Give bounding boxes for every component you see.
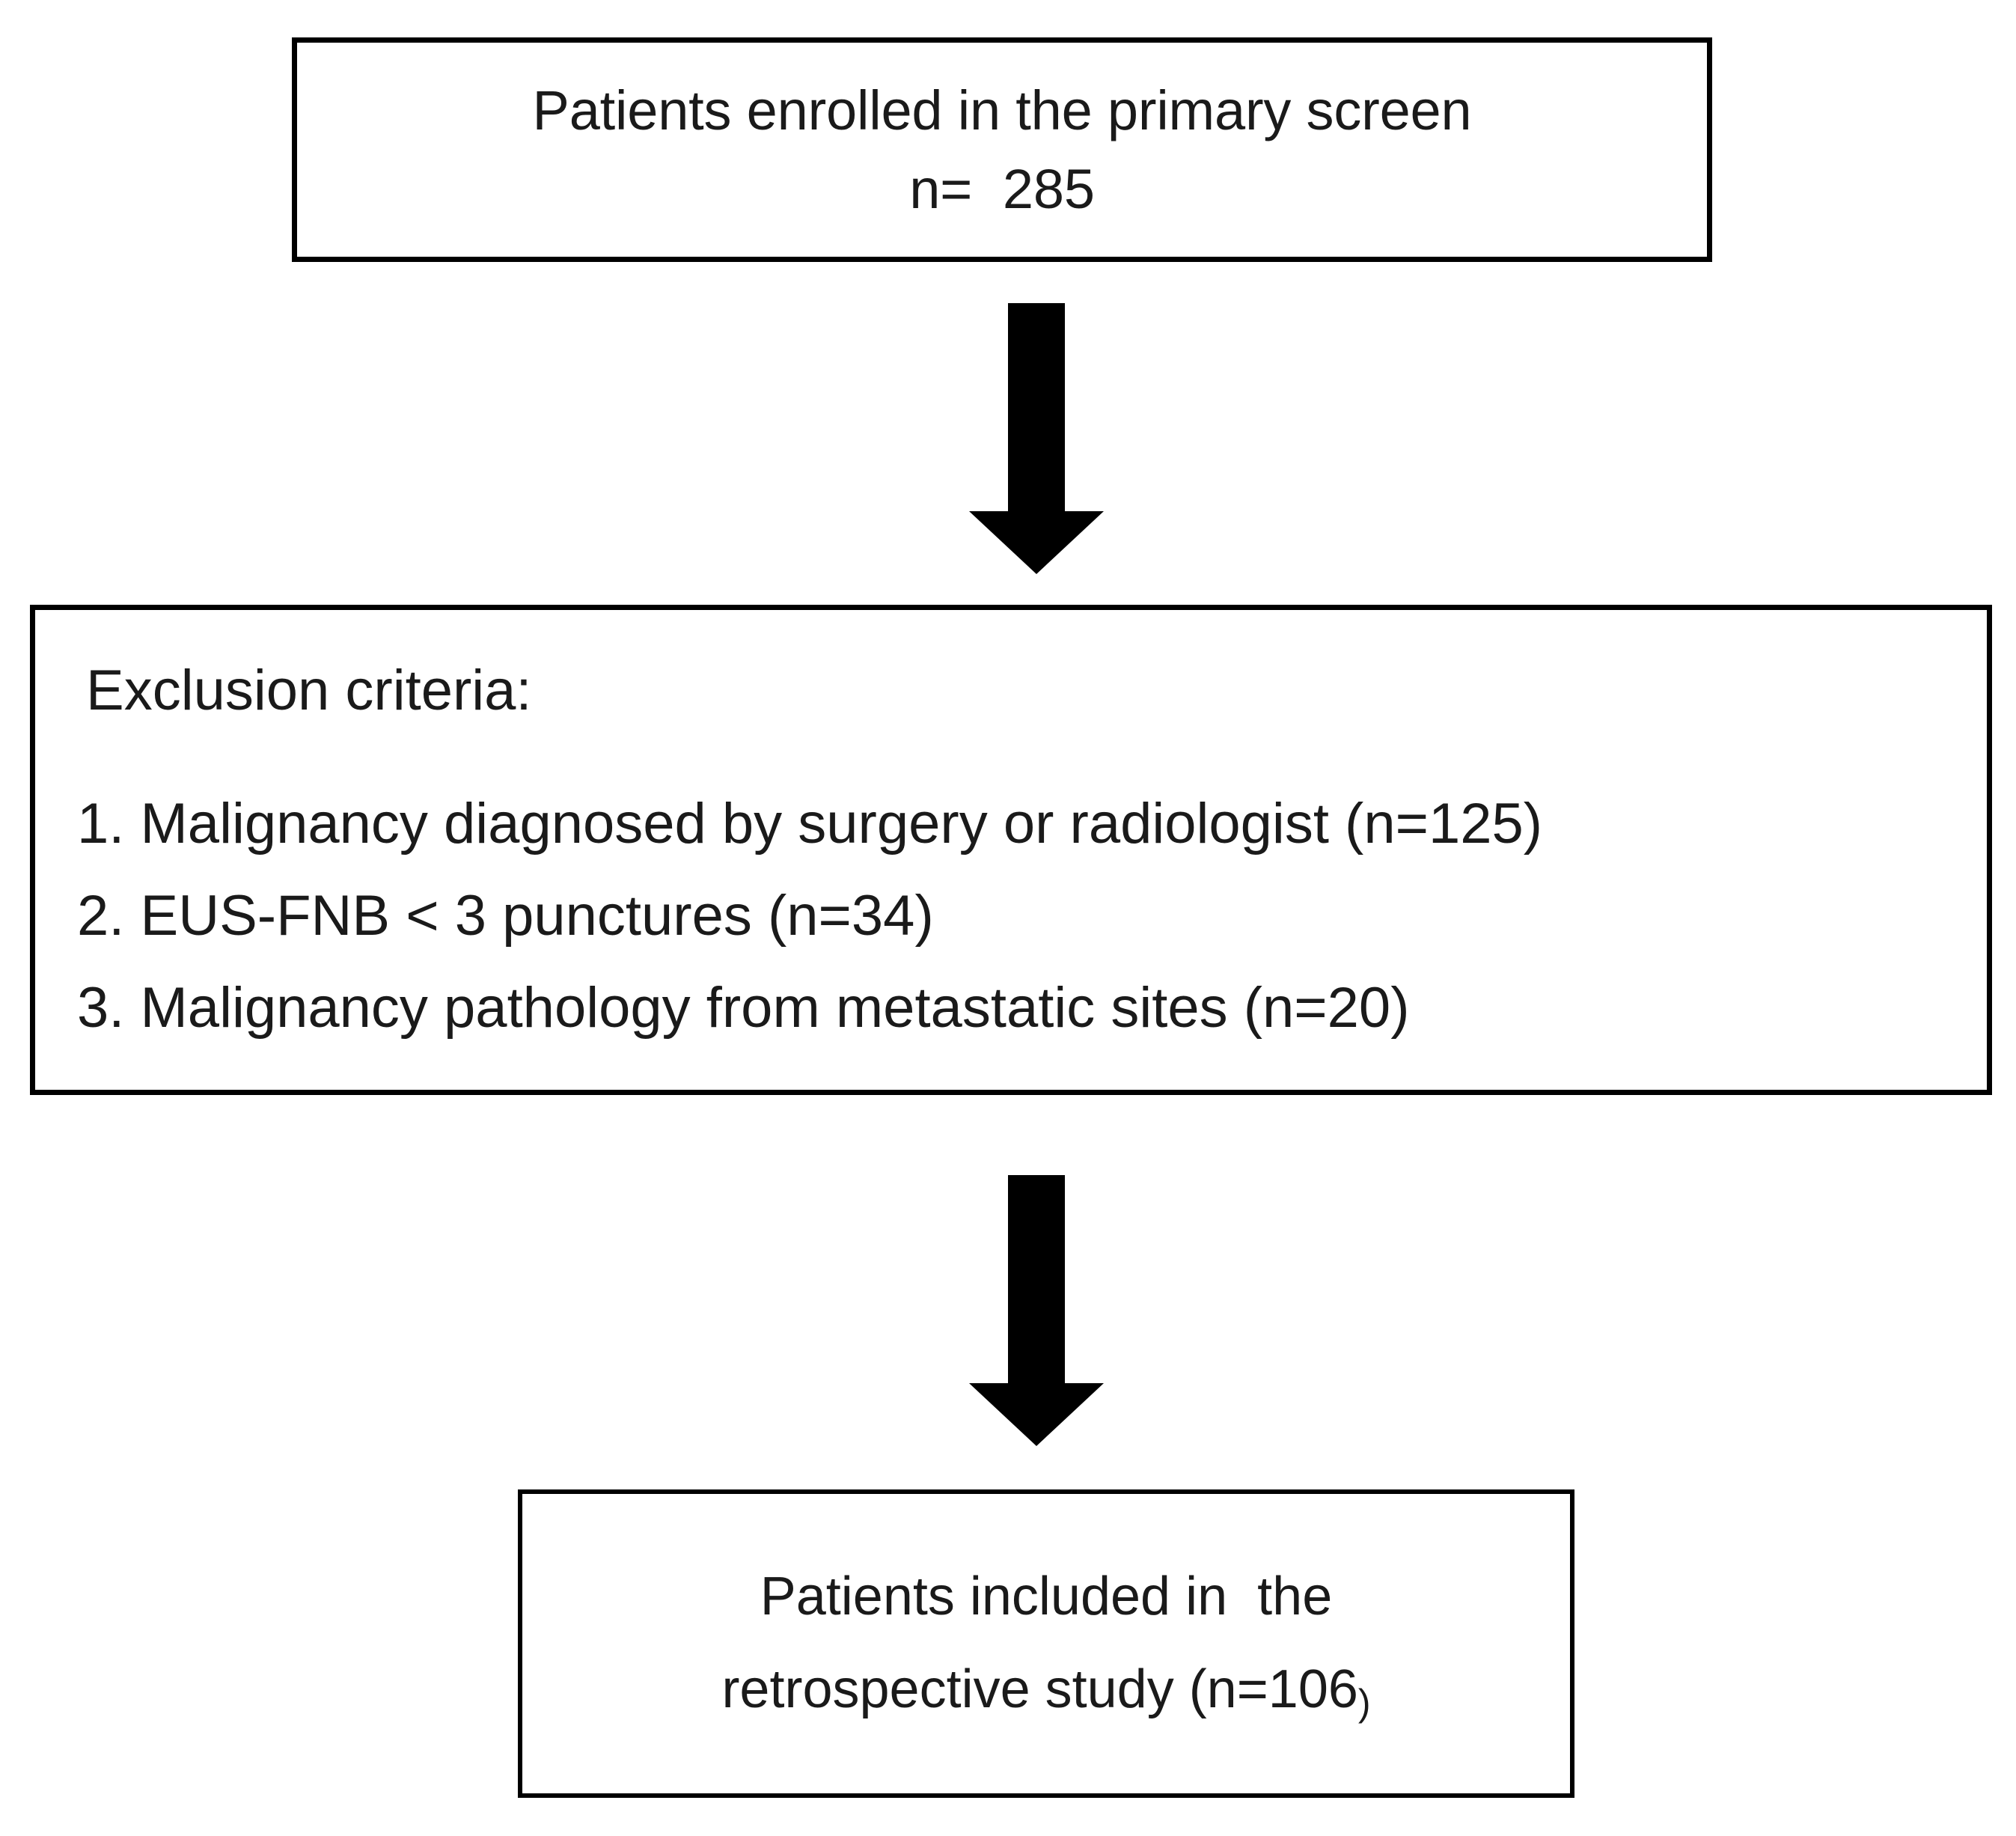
exclusion-criteria-heading: Exclusion criteria:	[86, 659, 532, 722]
exclusion-criteria-list: 1. Malignancy diagnosed by surgery or ra…	[77, 778, 1966, 1054]
arrow-down-icon-exclusion-to-included	[969, 1175, 1104, 1450]
exclusion-criterion-1: 1. Malignancy diagnosed by surgery or ra…	[77, 791, 1543, 856]
included-line-1: Patients included in the	[760, 1567, 1333, 1627]
box-patients-enrolled: Patients enrolled in the primary screen …	[292, 37, 1712, 262]
exclusion-criterion-3: 3. Malignancy pathology from metastatic …	[77, 975, 1410, 1040]
included-line-2-main: retrospective study (n=106	[721, 1659, 1358, 1719]
box-exclusion-criteria: Exclusion criteria: 1. Malignancy diagno…	[30, 605, 1992, 1095]
arrow-down-icon-enrolled-to-exclusion	[969, 303, 1104, 578]
enrolled-title-line: Patients enrolled in the primary screen	[532, 79, 1472, 141]
exclusion-criterion-2: 2. EUS-FNB < 3 punctures (n=34)	[77, 883, 934, 948]
enrolled-count-line: n= 285	[909, 158, 1095, 220]
included-line-2: retrospective study (n=106)	[721, 1644, 1370, 1736]
included-line-2-closing-paren: )	[1357, 1682, 1371, 1724]
box-patients-included: Patients included in the retrospective s…	[518, 1489, 1574, 1798]
